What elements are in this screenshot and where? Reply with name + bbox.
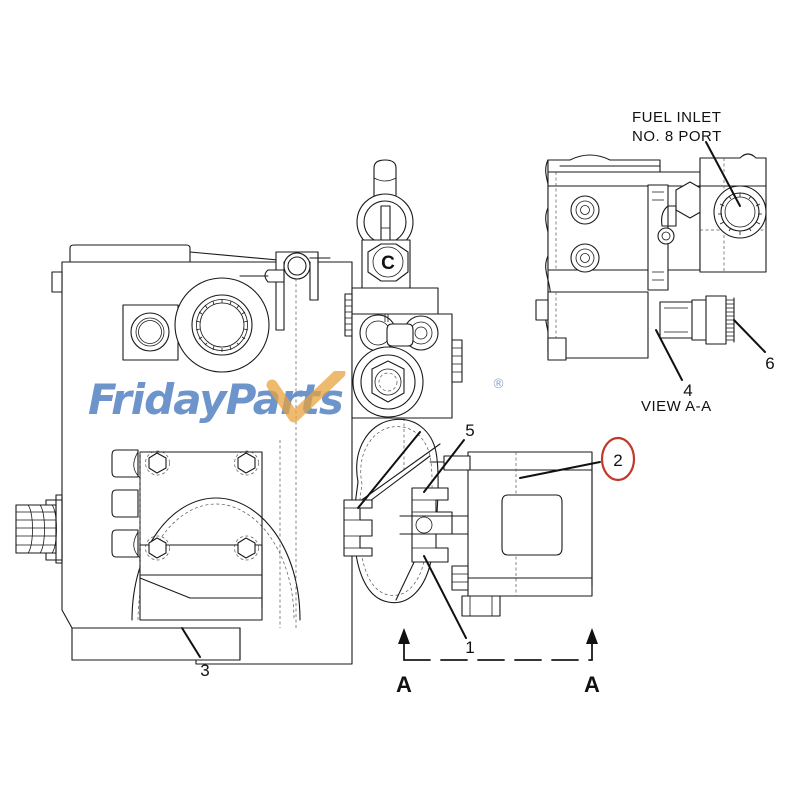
callout-number-3: 3 [200,661,209,680]
leader-5 [423,439,465,493]
callout-number-6: 6 [765,354,774,373]
fuel-inlet-label-line1: FUEL INLET [632,109,721,126]
leader-4 [655,329,683,381]
leader-2 [519,461,601,479]
view-aa-label: VIEW A-A [641,398,712,415]
control-valve-assembly: C [344,159,463,470]
callout-number-5: 5 [465,421,474,440]
leader-fuel-inlet [705,141,741,207]
callout-number-2: 2 [613,451,622,470]
leader-3 [181,627,201,658]
callout-number-4: 4 [683,381,692,400]
leader-6 [733,319,766,353]
svg-text:C: C [381,253,395,274]
leader-lines [71,141,766,658]
leader-swash [357,431,421,509]
section-line-aa [398,628,598,661]
callout-2-highlight [600,436,636,482]
leader-1 [423,555,467,639]
main-pump-housing [35,244,353,665]
gear-pump-section [343,418,593,617]
drive-shaft-splined [15,494,63,564]
upper-mount-bracket [239,251,331,331]
section-marker-left: A [396,672,412,697]
section-marker-right: A [584,672,600,697]
hex-bolt-group [145,450,259,561]
fuel-inlet-label-line2: NO. 8 PORT [632,128,722,145]
callout-number-1: 1 [465,638,474,657]
view-aa-detail [535,153,767,361]
